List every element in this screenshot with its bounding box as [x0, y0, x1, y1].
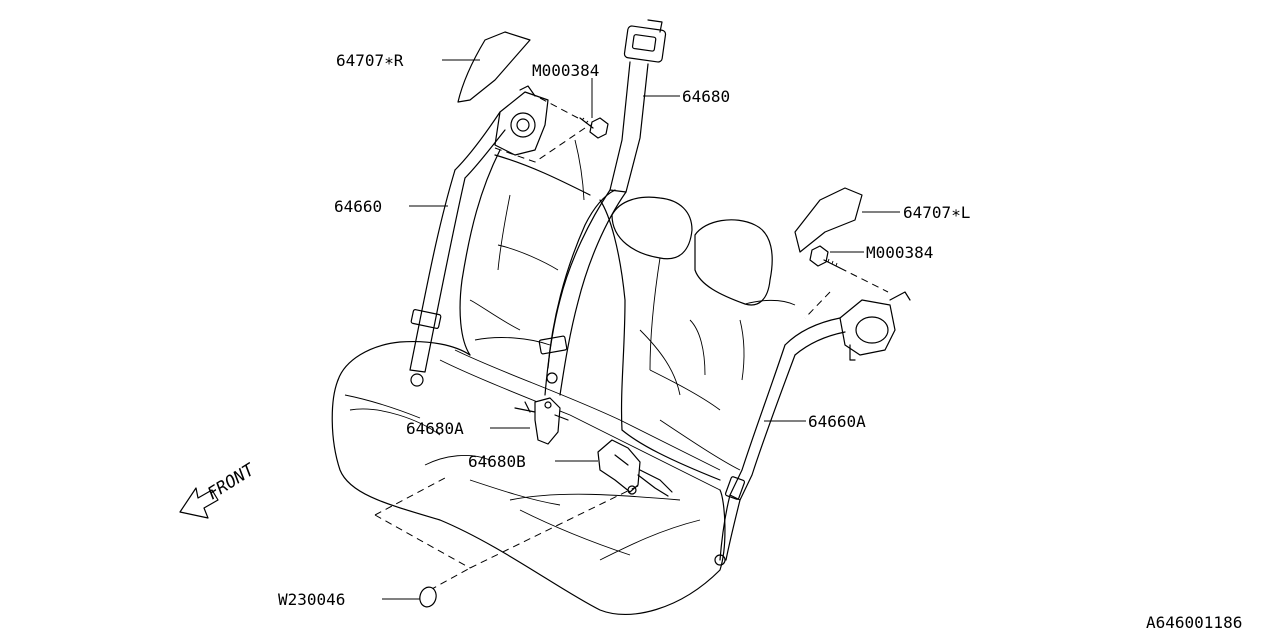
- front-label: FRONT: [204, 459, 259, 504]
- bolt-right: [579, 117, 609, 139]
- trim-cover-left: [794, 187, 863, 253]
- buckle-64680b: [597, 439, 673, 497]
- clip-w230046: [419, 586, 437, 608]
- seat-back-left-section: [459, 139, 591, 356]
- callout-buckle-b: 64680B: [468, 452, 526, 471]
- callout-trim-cover-l: 64707∗L: [903, 203, 970, 222]
- buckle-64680a: [514, 397, 569, 445]
- callout-center-belt: 64680: [682, 87, 730, 106]
- callout-buckle-a: 64680A: [406, 419, 464, 438]
- callout-outer-belt-l: 64660A: [808, 412, 866, 431]
- seat-back-right-section: [547, 189, 796, 481]
- center-seat-belt: [538, 19, 667, 396]
- front-direction-arrow-icon: [179, 487, 219, 519]
- diagram-id: A646001186: [1146, 613, 1242, 632]
- callout-bolt-l: M000384: [866, 243, 933, 262]
- trim-cover-right: [457, 31, 531, 103]
- callout-outer-belt-r: 64660: [334, 197, 382, 216]
- leader-lines: [382, 59, 900, 600]
- seat-cushion: [331, 340, 726, 616]
- callout-clip: W230046: [278, 590, 345, 609]
- callout-bolt-r: M000384: [532, 61, 599, 80]
- outer-seat-belt-left: [714, 291, 911, 566]
- bolt-left: [809, 245, 841, 269]
- callout-trim-cover-r: 64707∗R: [336, 51, 404, 70]
- outer-seat-belt-right: [409, 85, 549, 387]
